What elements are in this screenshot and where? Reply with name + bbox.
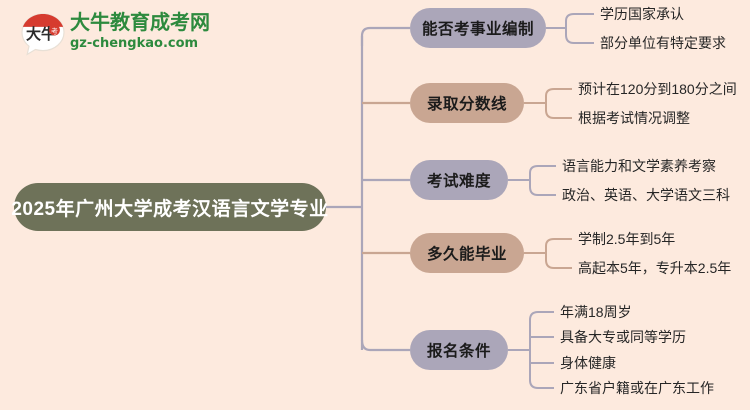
logo-subtitle: gz-chengkao.com: [70, 36, 199, 51]
connector-b5-leaf-1: [529, 311, 554, 321]
mindmap-leaf-5-4[interactable]: 广东省户籍或在广东工作: [560, 380, 714, 396]
mindmap-leaf-4-2[interactable]: 高起本5年，专升本2.5年: [578, 260, 732, 276]
connector-b3-leaf-1: [529, 165, 556, 174]
logo-title: 大牛教育成考网: [70, 12, 210, 34]
logo-speech-bubble-icon: 大牛 考: [21, 13, 65, 56]
mindmap-leaf-2-1[interactable]: 预计在120分到180分之间: [578, 81, 737, 97]
mindmap-leaf-1-2[interactable]: 部分单位有特定要求: [600, 35, 726, 51]
mindmap-leaf-4-1[interactable]: 学制2.5年到5年: [578, 231, 676, 247]
connector-b5-leaf-4: [529, 379, 554, 389]
mindmap-leaf-3-1[interactable]: 语言能力和文学素养考察: [562, 158, 716, 174]
svg-text:大牛: 大牛: [26, 25, 56, 43]
mindmap-leaf-2-2[interactable]: 根据考试情况调整: [578, 110, 690, 126]
mindmap-branch-node-4[interactable]: 多久能毕业: [410, 233, 524, 273]
connector-branch-5: [360, 339, 410, 352]
mindmap-branch-node-5[interactable]: 报名条件: [410, 330, 508, 370]
connector-b1-leaf-1: [565, 13, 594, 22]
mindmap-leaf-5-1[interactable]: 年满18周岁: [560, 304, 632, 320]
mindmap-branch-node-2[interactable]: 录取分数线: [410, 83, 524, 123]
connector-b3-leaf-2: [529, 186, 556, 196]
connector-b1-leaf-2: [565, 34, 594, 44]
mindmap-leaf-5-2[interactable]: 具备大专或同等学历: [560, 329, 686, 345]
svg-text:考: 考: [51, 27, 58, 35]
logo-text: 大牛教育成考网 gz-chengkao.com: [70, 11, 220, 52]
mindmap-leaf-1-1[interactable]: 学历国家承认: [600, 6, 684, 22]
connector-b4-leaf-1: [545, 238, 572, 247]
mindmap-root-node[interactable]: 2025年广州大学成考汉语言文学专业: [11, 183, 328, 231]
mindmap-branch-node-3[interactable]: 考试难度: [410, 160, 508, 200]
connector-b2-leaf-2: [545, 109, 572, 119]
connector-b4-leaf-2: [545, 259, 572, 269]
mindmap-leaf-5-3[interactable]: 身体健康: [560, 355, 616, 371]
site-logo: 大牛 考 大牛教育成考网 gz-chengkao.com: [14, 8, 214, 58]
mindmap-leaf-3-2[interactable]: 政治、英语、大学语文三科: [562, 187, 730, 203]
mindmap-branch-node-1[interactable]: 能否考事业编制: [410, 8, 546, 48]
connector-branch-1: [360, 26, 410, 46]
connector-b2-leaf-1: [545, 88, 572, 97]
